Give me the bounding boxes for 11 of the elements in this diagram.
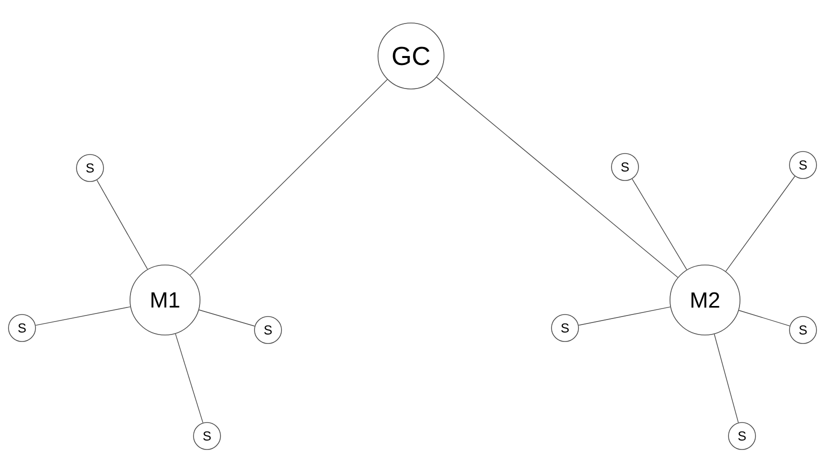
connector-line xyxy=(190,79,388,276)
connector-line xyxy=(632,178,688,270)
connector-line xyxy=(725,176,796,272)
connector-line xyxy=(578,306,671,326)
connector-line xyxy=(714,334,739,423)
connector-line xyxy=(175,333,204,424)
connector-line xyxy=(436,76,678,278)
connector-line xyxy=(35,306,131,326)
connector-line xyxy=(198,310,255,326)
connector-line xyxy=(738,310,790,326)
connector-line xyxy=(96,180,148,270)
